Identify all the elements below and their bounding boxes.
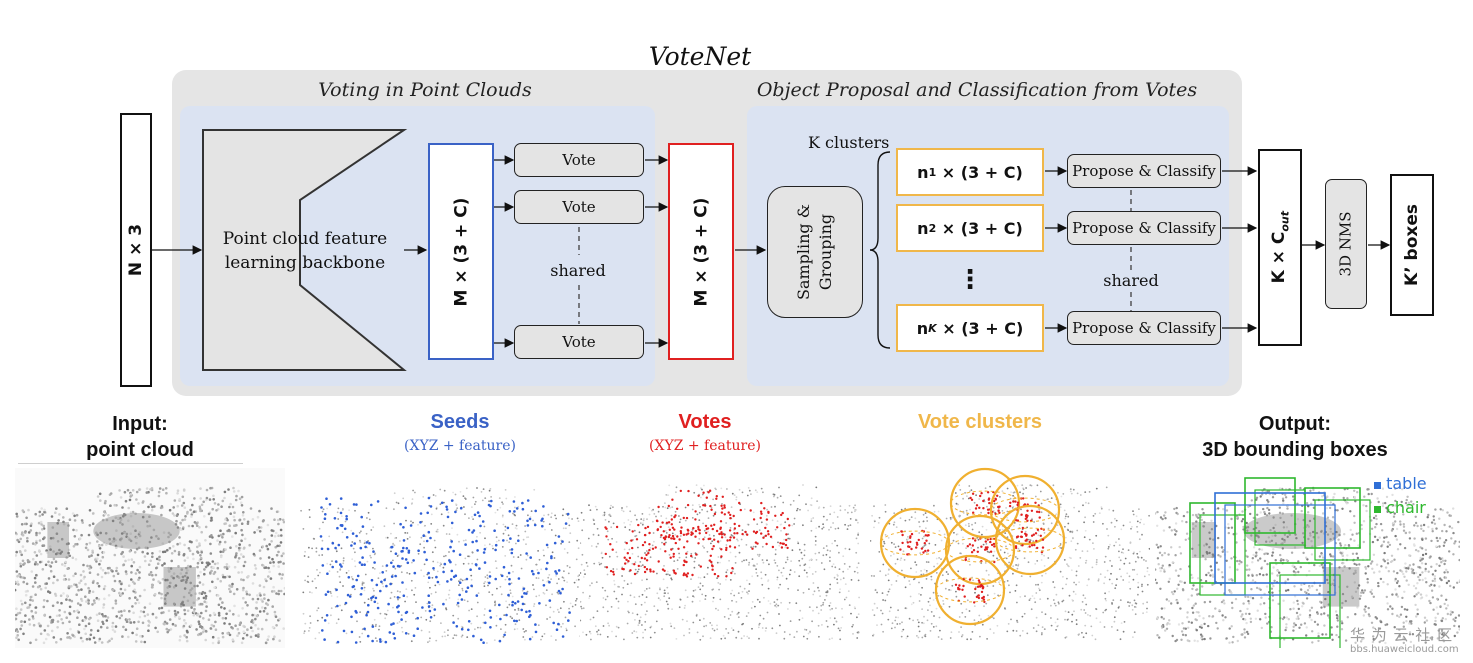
voting-section-title: Voting in Point Clouds [318, 79, 532, 101]
seeds-subcaption: (XYZ + feature) [404, 438, 516, 454]
final-box: K’ boxes [1390, 174, 1434, 316]
votes-caption: Votes [678, 411, 732, 433]
cluster-n: n [916, 318, 929, 338]
output-caption: Output: 3D bounding boxes [1180, 411, 1410, 463]
cluster-sub: 2 [928, 221, 937, 235]
input-caption-line1: Input: [112, 413, 168, 435]
vote-box-3: Vote [514, 325, 644, 359]
input-box-label: N × 3 [126, 223, 147, 277]
propose-box-1: Propose & Classify [1067, 154, 1221, 188]
votes-box: M × (3 + C) [668, 143, 734, 360]
cluster-rest: × (3 + C) [936, 162, 1023, 182]
sampling-grouping-box: Sampling & Grouping [767, 186, 863, 318]
sampling-line1: Sampling & [794, 203, 813, 301]
final-box-label: K’ boxes [1402, 203, 1423, 287]
seed-box: M × (3 + C) [428, 143, 494, 360]
cluster-n: n [917, 162, 929, 182]
vote-box-2: Vote [514, 190, 644, 224]
k-clusters-label: K clusters [808, 133, 890, 152]
shared-label-voting: shared [550, 260, 606, 280]
watermark-url: bbs.huaweicloud.com [1350, 644, 1459, 655]
vote-label: Vote [562, 151, 596, 169]
votes-box-label: M × (3 + C) [691, 197, 711, 306]
legend-chair-label: chair [1386, 498, 1426, 517]
vote-label: Vote [562, 198, 596, 216]
legend-chair-swatch [1374, 506, 1381, 513]
cluster-sub: 1 [928, 165, 937, 179]
cluster-rest: × (3 + C) [936, 218, 1023, 238]
backbone-line2: learning backbone [224, 253, 386, 273]
input-box: N × 3 [120, 113, 152, 387]
seed-box-label: M × (3 + C) [451, 197, 471, 306]
propose-label: Propose & Classify [1072, 162, 1216, 180]
propose-box-k: Propose & Classify [1067, 311, 1221, 345]
backbone-line1: Point cloud feature [222, 229, 388, 249]
legend-chair: chair [1374, 498, 1426, 517]
clusters-caption: Vote clusters [917, 411, 1043, 433]
input-caption-line2: point cloud [86, 439, 194, 461]
vote-box-1: Vote [514, 143, 644, 177]
output-caption-line2: 3D bounding boxes [1202, 439, 1388, 461]
proposal-section-title: Object Proposal and Classification from … [756, 79, 1198, 101]
cluster-n: n [917, 218, 929, 238]
watermark-logo: 华 为 云 社 区 [1350, 626, 1454, 644]
propose-label: Propose & Classify [1072, 319, 1216, 337]
vote-label: Vote [562, 333, 596, 351]
legend-table: table [1374, 474, 1427, 493]
input-divider [18, 463, 243, 464]
output-box-sub: out [1278, 211, 1292, 232]
backbone-shape [202, 129, 408, 371]
seeds-caption: Seeds [430, 411, 490, 433]
nms-label: 3D NMS [1337, 211, 1356, 277]
output-box: K × Cout [1258, 149, 1302, 346]
votes-point-cloud-image [580, 465, 860, 645]
input-point-cloud-image [15, 468, 285, 648]
output-caption-line1: Output: [1258, 413, 1332, 435]
propose-box-2: Propose & Classify [1067, 211, 1221, 245]
figure-title: VoteNet [648, 41, 752, 71]
seeds-point-cloud-image [300, 468, 580, 648]
votes-subcaption: (XYZ + feature) [649, 438, 761, 454]
cluster-sub: K [928, 321, 937, 335]
sampling-line2: Grouping [816, 213, 835, 291]
cluster-dots: ⋮ [957, 265, 983, 295]
nms-box: 3D NMS [1325, 179, 1367, 309]
legend-table-label: table [1386, 474, 1427, 493]
propose-label: Propose & Classify [1072, 219, 1216, 237]
output-boxes-image [1155, 468, 1460, 648]
output-box-label: K × C [1268, 231, 1289, 284]
backbone-label: Point cloud feature learning backbone [215, 225, 395, 277]
legend-table-swatch [1374, 482, 1381, 489]
shared-label-proposal: shared [1103, 270, 1159, 290]
vote-clusters-image [870, 465, 1150, 645]
input-caption: Input: point cloud [60, 411, 220, 463]
cluster-rest: × (3 + C) [936, 318, 1024, 338]
